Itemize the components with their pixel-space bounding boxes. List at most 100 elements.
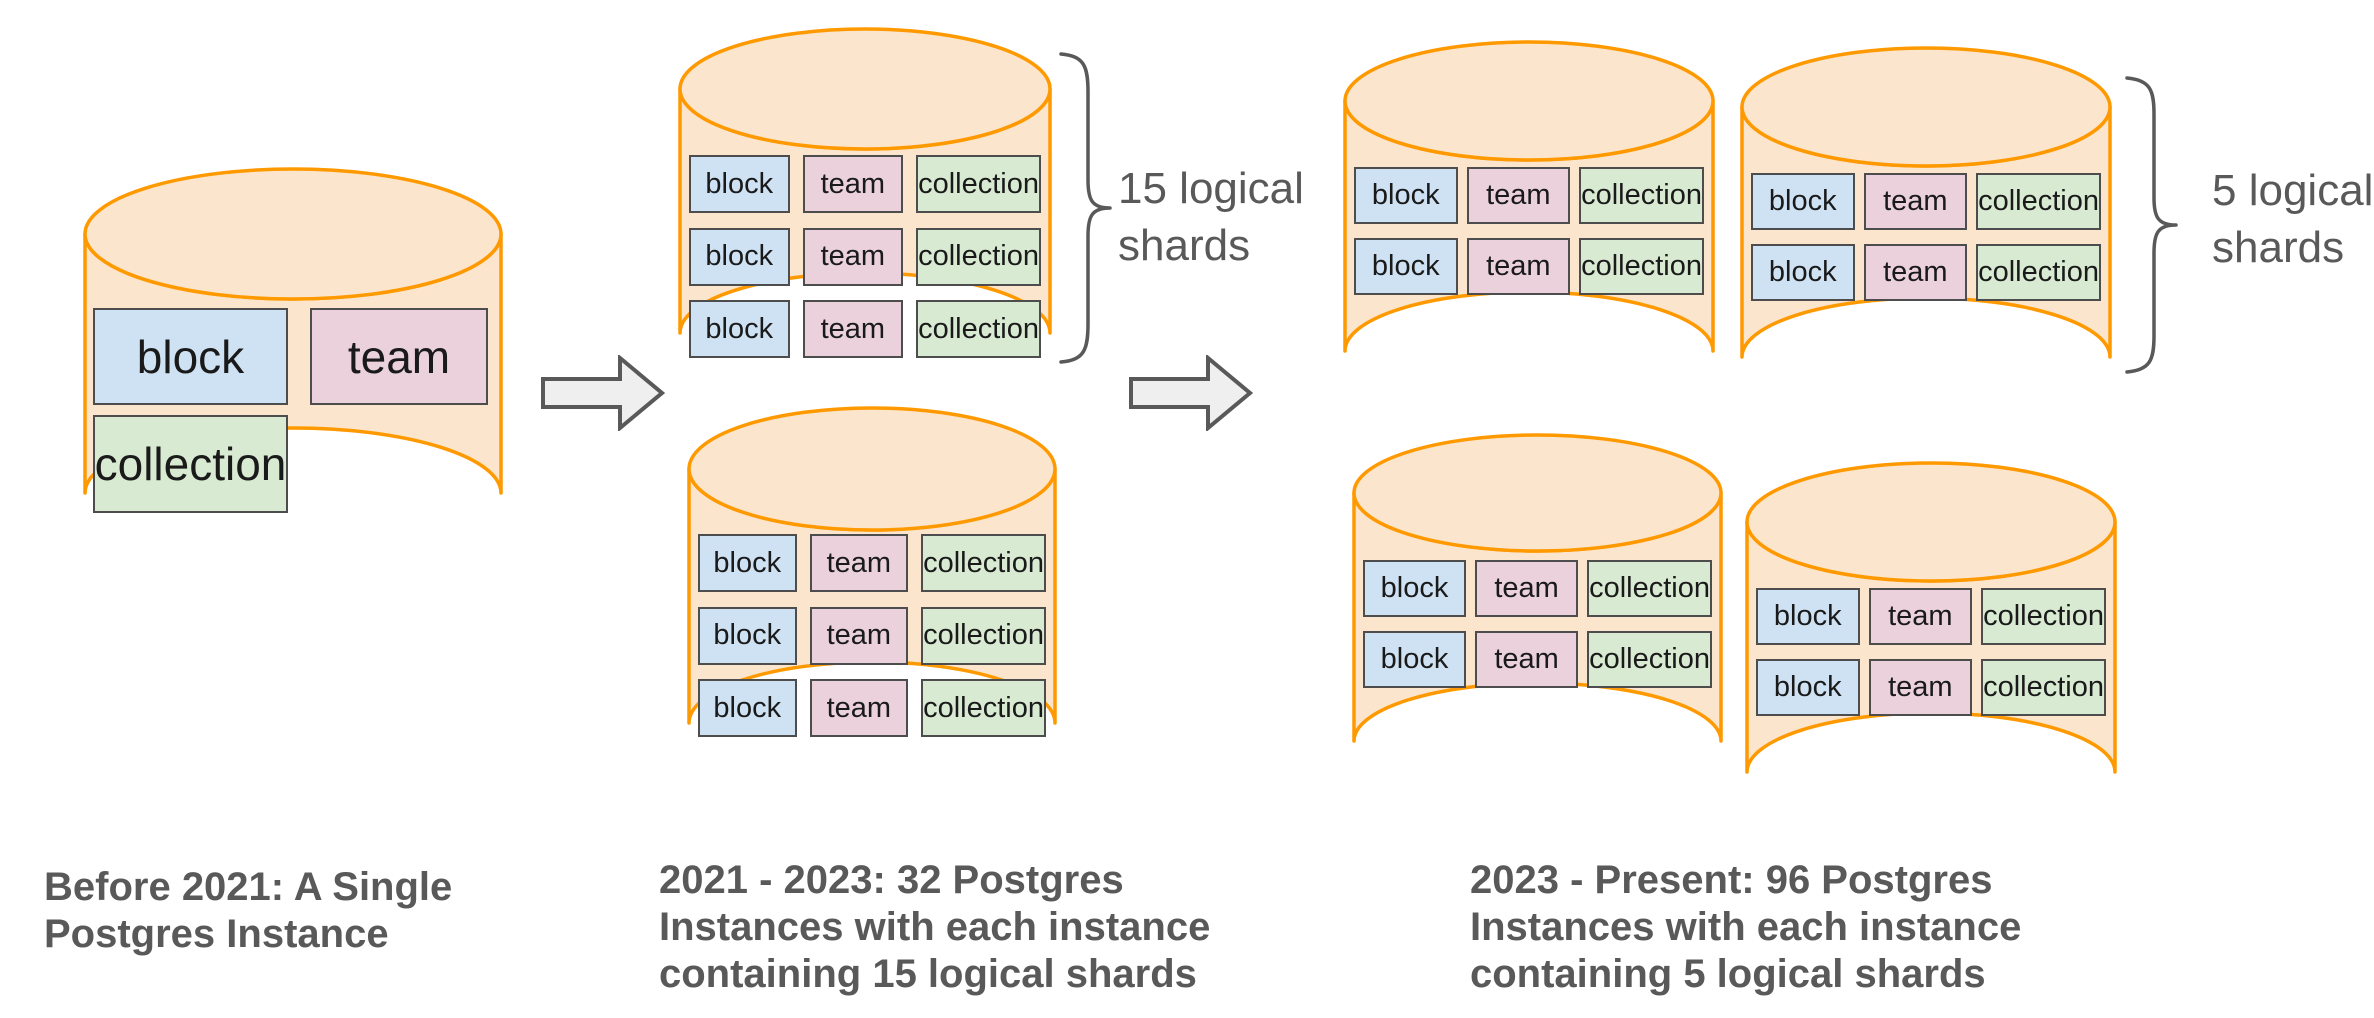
- table-box-collection: collection: [1579, 167, 1704, 224]
- table-box-collection: collection: [1976, 173, 2101, 230]
- table-label: block: [1768, 256, 1837, 288]
- shards-brace-5: [2122, 76, 2178, 379]
- table-box-team: team: [310, 308, 488, 405]
- table-box-collection: collection: [921, 679, 1046, 737]
- table-label: block: [1773, 600, 1842, 632]
- shard-row: block team collection: [689, 300, 1041, 358]
- table-label: block: [1371, 179, 1440, 211]
- table-label: block: [1773, 671, 1842, 703]
- table-label: team: [1494, 643, 1559, 675]
- table-box-collection: collection: [1981, 588, 2106, 645]
- migration-arrow-2: [1129, 353, 1254, 433]
- postgres-instance-cylinder-single: block team collection: [83, 167, 503, 560]
- postgres-instance-cylinder-5shards-c: block team collection block team collection: [1352, 433, 1723, 801]
- shard-row: block team collection: [1756, 588, 2106, 645]
- table-label: collection: [1978, 256, 2099, 288]
- table-box-block: block: [698, 534, 797, 592]
- table-label: block: [1380, 643, 1449, 675]
- stage-caption-2023-present: 2023 - Present: 96 Postgres Instances wi…: [1470, 858, 2022, 996]
- table-label: collection: [918, 240, 1039, 272]
- stage-caption-before-2021: Before 2021: A Single Postgres Instance: [44, 865, 453, 956]
- table-label: block: [705, 167, 774, 200]
- table-box-team: team: [1868, 659, 1973, 716]
- table-label: team: [1494, 572, 1559, 604]
- table-label: block: [705, 240, 774, 272]
- table-label: team: [826, 619, 892, 651]
- table-box-collection: collection: [916, 300, 1041, 358]
- table-label: block: [713, 691, 782, 724]
- table-box-team: team: [809, 606, 909, 665]
- shards-note-5: 5 logical shards: [2212, 166, 2374, 272]
- table-box-collection: collection: [1579, 238, 1704, 295]
- table-label: collection: [1581, 179, 1702, 211]
- table-label: team: [820, 312, 886, 345]
- table-label: team: [1888, 671, 1953, 703]
- table-label: collection: [1589, 572, 1710, 604]
- table-label: block: [1371, 250, 1440, 282]
- table-box-block: block: [698, 679, 797, 737]
- table-label: team: [1883, 256, 1948, 288]
- table-box-team: team: [1863, 173, 1968, 230]
- table-box-team: team: [802, 155, 904, 213]
- table-box-team: team: [1863, 244, 1968, 301]
- table-box-collection: collection: [916, 155, 1041, 213]
- table-label: block: [136, 330, 245, 383]
- table-label: collection: [923, 546, 1044, 579]
- table-label: block: [713, 619, 782, 651]
- shard-rows: block team collection block team collection: [1751, 173, 2101, 301]
- table-box-block: block: [1354, 238, 1458, 295]
- table-label: collection: [94, 438, 287, 490]
- table-box-block: block: [93, 308, 288, 405]
- table-box-team: team: [809, 679, 909, 737]
- table-box-block: block: [1363, 631, 1467, 688]
- table-box-block: block: [1363, 560, 1467, 617]
- table-label: collection: [923, 691, 1044, 724]
- shard-rows: block team collection block team collection: [1756, 588, 2106, 716]
- table-label: collection: [1983, 600, 2104, 632]
- postgres-instance-cylinder-5shards-b: block team collection block team collection: [1740, 46, 2112, 418]
- table-label: collection: [1978, 185, 2099, 217]
- table-label: collection: [1983, 671, 2104, 703]
- table-label: collection: [918, 167, 1039, 200]
- shards-brace-15: [1056, 52, 1112, 369]
- shard-row: block team collection: [1751, 244, 2101, 301]
- table-box-team: team: [1475, 631, 1579, 688]
- table-box-block: block: [689, 155, 790, 213]
- table-box-team: team: [802, 227, 904, 286]
- right-arrow-icon: [1129, 353, 1254, 433]
- table-label: collection: [918, 312, 1039, 345]
- table-label: block: [705, 312, 774, 345]
- table-box-block: block: [1354, 167, 1458, 224]
- table-label: collection: [1589, 643, 1710, 675]
- table-label: team: [826, 691, 892, 724]
- table-label: block: [1768, 185, 1837, 217]
- table-label: block: [713, 546, 782, 579]
- table-box-team: team: [809, 534, 909, 592]
- table-label: team: [1883, 185, 1948, 217]
- table-label: team: [1888, 600, 1953, 632]
- table-box-collection: collection: [1587, 631, 1712, 688]
- table-box-collection: collection: [916, 227, 1041, 286]
- table-box-team: team: [1475, 560, 1579, 617]
- shard-row: block team collection: [1363, 560, 1712, 617]
- table-box-collection: collection: [1976, 244, 2101, 301]
- right-arrow-icon: [541, 353, 666, 433]
- table-label: collection: [1581, 250, 1702, 282]
- shard-row: block team collection: [1756, 659, 2106, 716]
- shard-row: block team collection: [1354, 238, 1704, 295]
- shard-row: block team collection: [1363, 631, 1712, 688]
- table-box-collection: collection: [921, 534, 1046, 592]
- shard-row: block team collection: [689, 155, 1041, 213]
- table-box-block: block: [698, 606, 797, 665]
- shard-row: block team collection: [1751, 173, 2101, 230]
- curly-brace-icon: [1059, 52, 1112, 364]
- table-box-team: team: [1466, 238, 1571, 295]
- shard-row: block team collection: [698, 679, 1046, 737]
